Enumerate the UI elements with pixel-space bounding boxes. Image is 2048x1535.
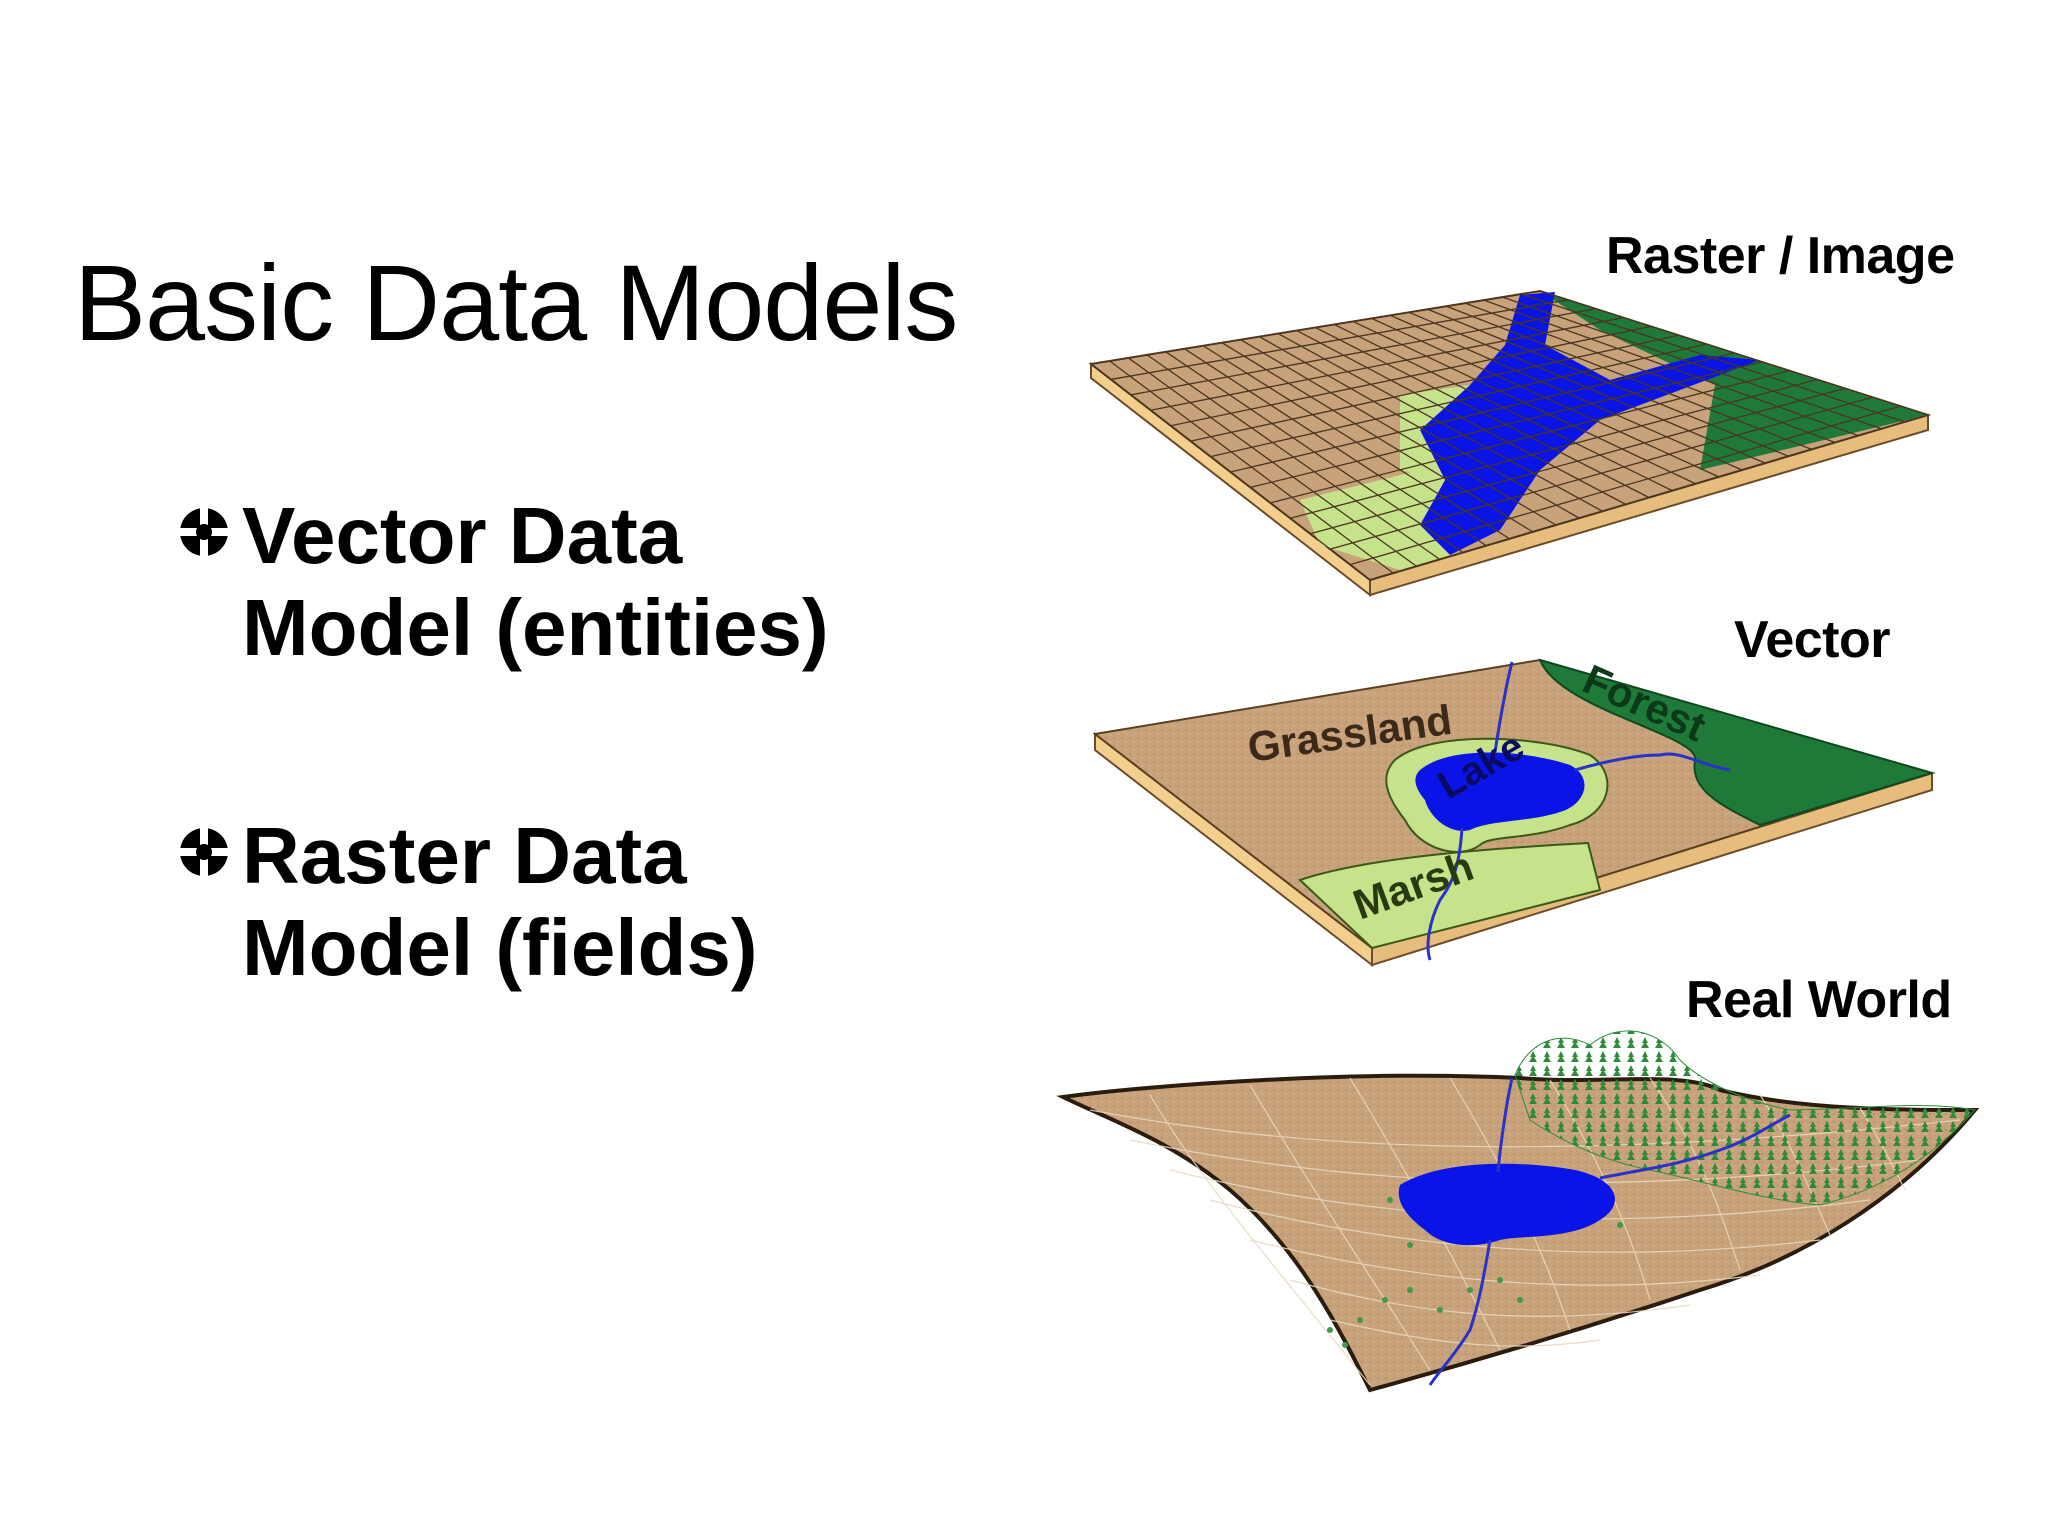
- vector-layer-label: Vector: [1734, 611, 1890, 669]
- raster-grid-line: [1329, 396, 1873, 550]
- raster-grid-line: [1349, 405, 1901, 566]
- real-world-layer: [1056, 1030, 1980, 1393]
- slide-title: Basic Data Models: [74, 242, 958, 363]
- raster-grid-line: [1290, 378, 1818, 519]
- vector-layer: Grassland Forest Lake Marsh: [1092, 655, 1936, 968]
- raster-grid-line: [1090, 290, 1541, 365]
- raster-grid-line: [1110, 299, 1568, 381]
- crosshair-bullet-icon: [180, 828, 228, 876]
- raster-grid-line: [1210, 343, 1707, 458]
- bullet-line: Model (fields): [242, 903, 758, 992]
- raster-layer: [1088, 289, 1932, 598]
- bullet-text: Raster Data Model (fields): [242, 810, 758, 994]
- raster-grid-line: [1369, 414, 1929, 581]
- crosshair-bullet-icon: [180, 508, 228, 556]
- raster-grid-line: [1150, 316, 1624, 411]
- bullet-line: Vector Data: [242, 491, 683, 580]
- raster-grid-line: [1170, 325, 1651, 427]
- raster-image-layer-label: Raster / Image: [1606, 227, 1955, 285]
- bullet-line: Model (entities): [242, 583, 829, 672]
- raster-grid-line: [1230, 352, 1735, 473]
- bullet-line: Raster Data: [242, 811, 687, 900]
- raster-grid-line: [1250, 361, 1762, 489]
- raster-grid-line: [1270, 370, 1790, 504]
- raster-grid-line: [1310, 387, 1846, 535]
- raster-grid-line: [1130, 308, 1596, 396]
- bullet-text: Vector Data Model (entities): [242, 490, 829, 674]
- raster-grid-line: [1190, 334, 1679, 442]
- real-world-layer-label: Real World: [1686, 971, 1952, 1029]
